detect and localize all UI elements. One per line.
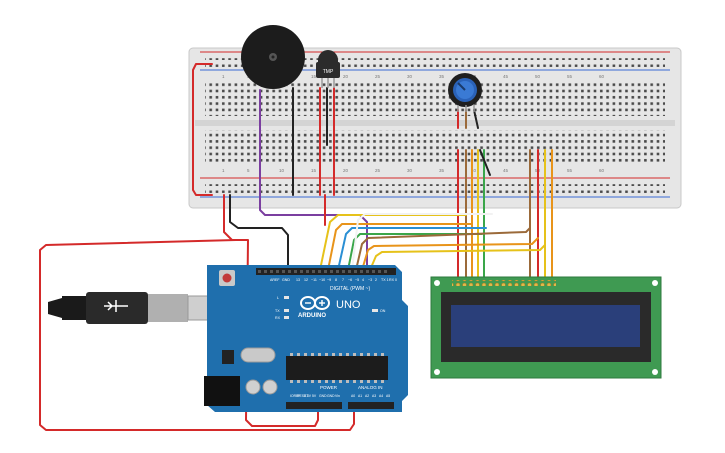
svg-text:12: 12: [304, 278, 308, 282]
wires: [39, 63, 553, 431]
svg-text:30: 30: [407, 74, 413, 79]
analog-header: [348, 402, 394, 409]
wire-black-gnd[interactable]: [229, 194, 289, 271]
analog-label: ANALOG IN: [358, 385, 383, 390]
svg-text:15: 15: [311, 168, 317, 173]
svg-text:GND: GND: [282, 278, 290, 282]
power-pin-labels: IOREF RESET 3.3V 5V GND GND Vin: [290, 394, 340, 398]
svg-text:55: 55: [567, 168, 573, 173]
svg-text:L: L: [277, 296, 279, 300]
svg-text:~6: ~6: [348, 278, 352, 282]
arduino-logo-icon: [300, 296, 330, 310]
wire-red-5v-loop[interactable]: [223, 194, 319, 427]
svg-text:~11: ~11: [311, 278, 317, 282]
atmega-chip: [286, 356, 388, 380]
svg-text:A5: A5: [386, 394, 390, 398]
svg-text:45: 45: [503, 168, 509, 173]
svg-text:TX 1: TX 1: [381, 278, 389, 282]
svg-text:A4: A4: [379, 394, 383, 398]
svg-text:5: 5: [247, 168, 250, 173]
svg-text:IOREF: IOREF: [290, 394, 300, 398]
svg-text:7: 7: [342, 278, 344, 282]
svg-text:~3: ~3: [368, 278, 372, 282]
potentiometer[interactable]: [448, 73, 482, 112]
wire-yellow-d5[interactable]: [369, 244, 546, 271]
power-jack[interactable]: [204, 376, 240, 406]
svg-text:RESET: RESET: [297, 394, 308, 398]
wire-black-lcd[interactable]: [479, 149, 491, 176]
svg-text:1: 1: [222, 168, 225, 173]
top-rail-holes-2: [205, 62, 665, 67]
svg-text:60: 60: [599, 74, 605, 79]
svg-text:TX: TX: [275, 309, 280, 313]
digital-pin-labels: AREF GND 13 12 ~11 ~10 ~9 8 7 ~6 ~5 4 ~3…: [270, 278, 397, 282]
svg-text:Vin: Vin: [335, 394, 340, 398]
svg-text:A3: A3: [372, 394, 376, 398]
svg-text:20: 20: [343, 168, 349, 173]
svg-text:10: 10: [279, 168, 285, 173]
svg-text:60: 60: [599, 168, 605, 173]
svg-text:13: 13: [296, 278, 300, 282]
wire-white-d8[interactable]: [351, 213, 493, 271]
svg-text:~9: ~9: [327, 278, 331, 282]
svg-text:GND: GND: [327, 394, 335, 398]
svg-text:~10: ~10: [319, 278, 325, 282]
wire-red-usb-loop[interactable]: [39, 239, 355, 431]
arduino-model: UNO: [336, 299, 361, 311]
svg-text:~5: ~5: [355, 278, 359, 282]
arduino-uno[interactable]: AREF GND 13 12 ~11 ~10 ~9 8 7 ~6 ~5 4 ~3…: [204, 265, 408, 412]
lcd-16x2[interactable]: [430, 276, 662, 379]
status-leds: L TX RX ON: [275, 296, 386, 320]
svg-text:5V: 5V: [312, 394, 317, 398]
svg-text:25: 25: [375, 168, 381, 173]
wire-blue-d10[interactable]: [337, 227, 487, 271]
svg-text:30: 30: [407, 168, 413, 173]
wire-green-d9[interactable]: [347, 233, 483, 271]
svg-text:25: 25: [375, 74, 381, 79]
svg-text:4: 4: [362, 278, 364, 282]
bottom-terminal-holes: [205, 130, 665, 164]
wire-red-rail-loop[interactable]: [192, 63, 213, 196]
buzzer[interactable]: [241, 25, 305, 89]
svg-text:15: 15: [311, 74, 317, 79]
arduino-brand: ARDUINO: [298, 313, 326, 319]
temperature-sensor[interactable]: TMP: [316, 50, 340, 88]
svg-text:8: 8: [335, 278, 337, 282]
svg-text:35: 35: [439, 74, 445, 79]
wire-black-pot[interactable]: [473, 109, 479, 129]
svg-text:AREF: AREF: [270, 278, 280, 282]
wire-brown-d7[interactable]: [355, 227, 531, 271]
tmp-label: TMP: [323, 69, 334, 75]
svg-text:A2: A2: [365, 394, 369, 398]
power-header: [286, 402, 342, 409]
svg-text:ON: ON: [380, 309, 386, 313]
svg-text:GND: GND: [319, 394, 327, 398]
wire-orange-d6[interactable]: [361, 237, 539, 271]
wire-orange-d11[interactable]: [327, 223, 473, 271]
svg-text:35: 35: [439, 168, 445, 173]
analog-pin-labels: A0 A1 A2 A3 A4 A5: [351, 394, 390, 398]
bottom-rail-holes-2: [205, 188, 665, 193]
svg-text:20: 20: [343, 74, 349, 79]
svg-text:3.3V: 3.3V: [304, 394, 312, 398]
svg-text:50: 50: [535, 74, 541, 79]
column-numbers-bottom: 1 5 10 15 20 25 30 35 40 45 50 55 60: [222, 168, 605, 173]
lcd-screen: [451, 305, 640, 347]
svg-text:40: 40: [471, 168, 477, 173]
svg-text:A0: A0: [351, 394, 355, 398]
svg-text:2: 2: [375, 278, 377, 282]
lcd-pin-pads: [452, 280, 556, 286]
top-rail-holes-1: [205, 55, 665, 60]
svg-text:45: 45: [503, 74, 509, 79]
svg-text:RX: RX: [275, 316, 281, 320]
svg-text:1: 1: [222, 74, 225, 79]
svg-text:55: 55: [567, 74, 573, 79]
bottom-rail-holes-1: [205, 181, 665, 186]
svg-text:RX 0: RX 0: [389, 278, 397, 282]
wire-purple-buzzer[interactable]: [259, 89, 368, 271]
power-label: POWER: [320, 385, 338, 390]
svg-text:A1: A1: [358, 394, 362, 398]
digital-header-label: DIGITAL (PWM ~): [330, 286, 370, 292]
